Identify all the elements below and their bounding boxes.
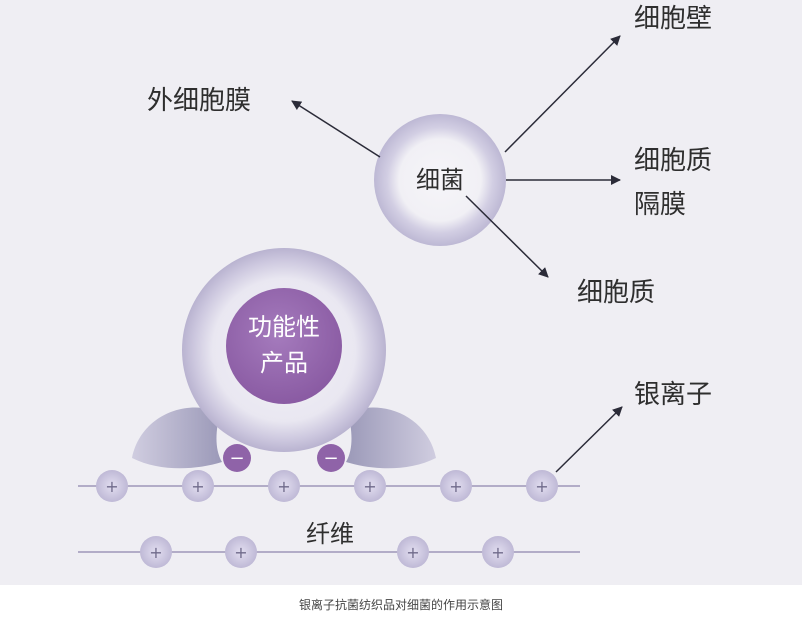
label-outer-membrane: 外细胞膜 (147, 86, 252, 116)
silver-ion: + (482, 536, 514, 568)
bacteria-cell (374, 114, 506, 246)
arrow-to-outer-membrane (291, 100, 381, 158)
negative-sign: − (229, 448, 244, 469)
positive-sign: + (149, 543, 162, 562)
label-product-line1: 功能性 (248, 313, 320, 341)
silver-ion: + (140, 536, 172, 568)
label-cell-wall: 细胞壁 (634, 4, 713, 34)
product-lobe-right (346, 407, 436, 469)
diagram-svg: − − + + + + + + + + + + (78, 35, 623, 568)
label-fiber: 纤维 (306, 520, 354, 548)
silver-ion: + (96, 470, 128, 502)
positive-sign: + (363, 477, 376, 496)
label-cytoplasm: 细胞质 (577, 278, 656, 308)
positive-sign: + (491, 543, 504, 562)
label-product-line2: 产品 (260, 349, 308, 377)
product-lobe-left (132, 407, 222, 469)
arrow-to-silver-ion (555, 406, 623, 473)
silver-ion: + (268, 470, 300, 502)
silver-ion: + (354, 470, 386, 502)
silver-ion: + (225, 536, 257, 568)
diagram-panel (0, 0, 802, 585)
negative-charge: − (223, 444, 251, 472)
positive-sign: + (449, 477, 462, 496)
negative-sign: − (323, 448, 338, 469)
label-bacteria: 细菌 (416, 166, 464, 194)
positive-sign: + (535, 477, 548, 496)
silver-ion: + (526, 470, 558, 502)
positive-sign: + (277, 477, 290, 496)
positive-sign: + (191, 477, 204, 496)
silver-ion: + (182, 470, 214, 502)
silver-ion: + (440, 470, 472, 502)
arrow-to-cytoplasm (465, 195, 549, 278)
arrow-to-cell-wall (504, 35, 621, 153)
negative-charge: − (317, 444, 345, 472)
product-core (226, 288, 342, 404)
label-silver-ion: 银离子 (634, 380, 713, 410)
label-cytoplasmic-membrane-line1: 细胞质 (634, 146, 713, 176)
positive-sign: + (105, 477, 118, 496)
positive-sign: + (234, 543, 247, 562)
positive-sign: + (406, 543, 419, 562)
figure-caption: 银离子抗菌纺织品对细菌的作用示意图 (298, 598, 503, 612)
label-cytoplasmic-membrane-line2: 隔膜 (634, 190, 687, 220)
silver-ion: + (397, 536, 429, 568)
